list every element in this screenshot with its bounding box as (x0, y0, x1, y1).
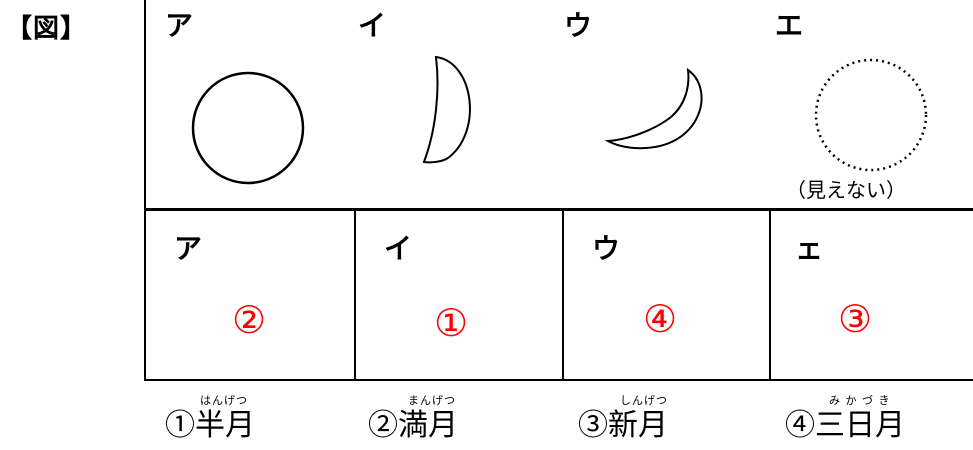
half-moon-icon (422, 55, 471, 164)
label-i: イ (358, 9, 387, 42)
answer-cell-u: ウ ④ (562, 211, 771, 381)
choice-ruby-crescent-moon: み か づ き (829, 394, 891, 407)
choice-text-half-moon: ①半月 (165, 408, 255, 443)
not-visible-label: （見えない） (786, 178, 906, 202)
figure-label: 【図】 (6, 14, 88, 44)
choice-ruby-half-moon: はんげつ (200, 394, 248, 407)
answer-cell-a: ア ② (144, 211, 356, 381)
answer-label-a: ア (174, 232, 203, 265)
answer-label-e: ェ (795, 232, 824, 265)
label-u: ウ (564, 9, 593, 42)
answer-number-e: ③ (838, 297, 873, 341)
answer-cell-i: イ ① (354, 211, 564, 381)
answer-number-i: ① (434, 301, 469, 345)
choice-ruby-new-moon: しんげつ (620, 394, 668, 407)
label-a: ア (165, 9, 194, 42)
answer-number-u: ④ (643, 297, 678, 341)
label-e: エ (775, 9, 804, 42)
answer-number-a: ② (232, 298, 267, 342)
full-moon-icon (191, 71, 305, 185)
answer-label-u: ウ (592, 232, 621, 265)
crescent-moon-icon (604, 67, 703, 150)
choice-text-new-moon: ③新月 (578, 408, 668, 443)
choice-text-crescent-moon: ④三日月 (785, 408, 905, 443)
moon-phase-panel (144, 0, 973, 211)
choice-ruby-full-moon: まんげつ (408, 394, 456, 407)
answer-label-i: イ (384, 232, 413, 265)
choice-text-full-moon: ②満月 (368, 408, 458, 443)
answer-cell-e: ェ ③ (769, 211, 973, 381)
new-moon-icon (814, 58, 928, 172)
